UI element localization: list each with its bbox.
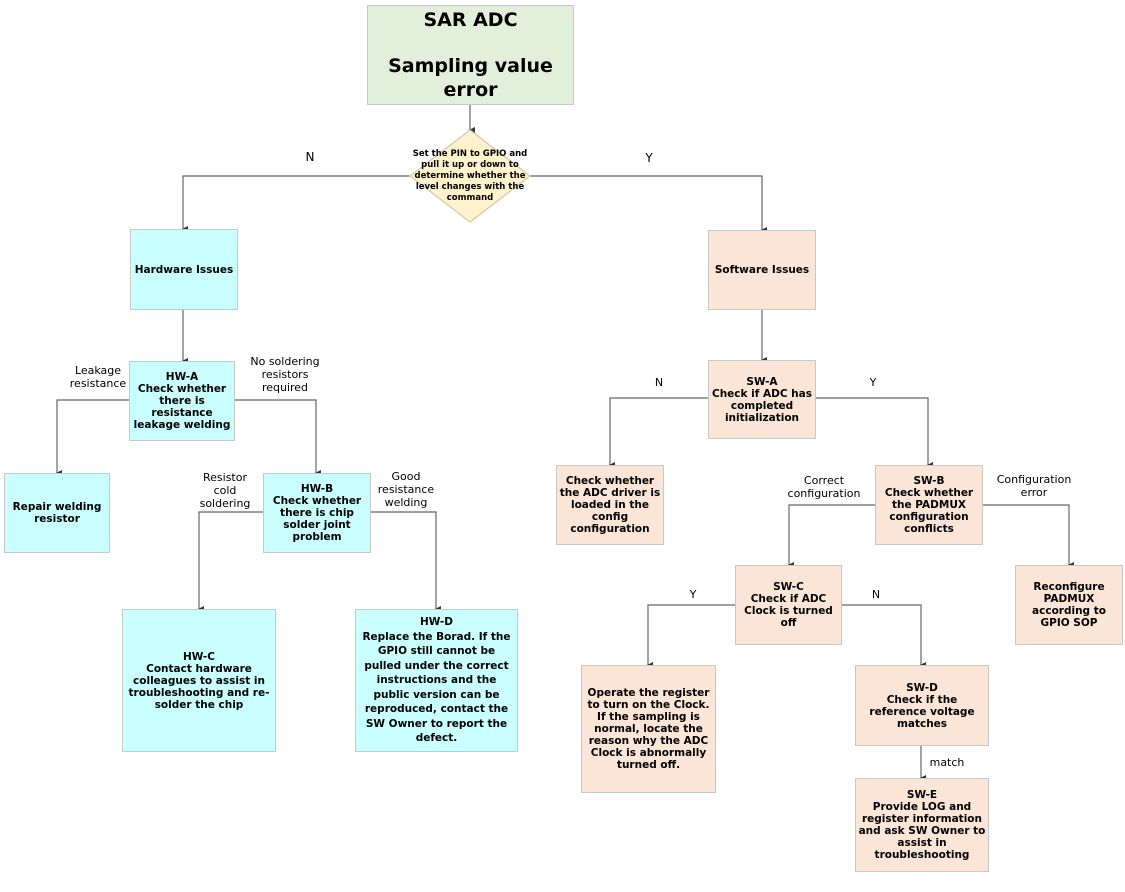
hw-b-node: HW-B Check whether there is chip solder … (263, 473, 371, 553)
edge-swa-swb (815, 397, 933, 468)
edge-swa-driver (609, 397, 708, 468)
driver-check-text: Check whether the ADC driver is loaded i… (559, 475, 661, 535)
sw-d-id: SW-D (906, 681, 938, 694)
hw-a-node: HW-A Check whether there is resistance l… (129, 361, 235, 441)
sw-c-left-label: Y (689, 588, 697, 601)
hw-d-node: HW-D Replace the Borad. If the GPIO stil… (355, 609, 518, 752)
hw-b-left-label: Resistor cold soldering (199, 471, 251, 510)
reconfigure-text: Reconfigure PADMUX according to GPIO SOP (1032, 581, 1106, 629)
hw-c-node: HW-C Contact hardware colleagues to assi… (122, 609, 276, 752)
sw-a-id: SW-A (746, 375, 778, 388)
hw-b-right-label: Good resistance welding (377, 470, 435, 509)
sw-b-node: SW-B Check whether the PADMUX configurat… (875, 465, 983, 545)
sw-c-right-label: N (871, 588, 881, 601)
software-issues-node: Software Issues (708, 230, 816, 310)
sw-e-node: SW-E Provide LOG and register informatio… (855, 778, 989, 872)
sw-b-id: SW-B (913, 475, 945, 487)
decision-yes-label: Y (645, 151, 653, 165)
sw-e-text: Provide LOG and register information and… (858, 801, 986, 861)
edge-swc-operate (647, 604, 735, 668)
hw-a-id: HW-A (165, 371, 199, 383)
sw-c-text: Check if ADC Clock is turned off (744, 593, 833, 629)
sw-c-id: SW-C (773, 581, 804, 593)
edge-hwb-hwc (198, 511, 263, 612)
sw-a-text: Check if ADC has completed initializatio… (711, 387, 812, 424)
sw-b-text: Check whether the PADMUX configuration c… (884, 487, 974, 535)
hw-a-left-label: Leakage resistance (69, 364, 127, 390)
edge-decision-sw (530, 175, 767, 233)
software-issues-label: Software Issues (714, 264, 810, 276)
hardware-issues-node: Hardware Issues (130, 229, 238, 310)
edge-decision-hw (182, 175, 410, 232)
edge-swb-swc (788, 504, 875, 568)
hw-d-text: Replace the Borad. If the GPIO still can… (362, 630, 511, 745)
reconfigure-node: Reconfigure PADMUX according to GPIO SOP (1015, 565, 1123, 645)
driver-check-node: Check whether the ADC driver is loaded i… (556, 465, 664, 545)
decision-text: Set the PIN to GPIO and pull it up or do… (412, 149, 528, 203)
hw-c-text: Contact hardware colleagues to assist in… (128, 662, 270, 711)
hw-c-id: HW-C (183, 650, 215, 663)
repair-welding-node: Repair welding resistor (4, 473, 110, 553)
hw-a-text: Check whether there is resistance leakag… (133, 383, 231, 431)
edge-swc-swd (841, 604, 926, 668)
repair-welding-text: Repair welding resistor (12, 501, 102, 525)
edge-hwb-hwd (370, 511, 441, 612)
sw-a-node: SW-A Check if ADC has completed initiali… (708, 360, 816, 439)
decision-no-label: N (305, 150, 315, 164)
sw-c-node: SW-C Check if ADC Clock is turned off (735, 565, 842, 645)
hw-d-id: HW-D (420, 616, 453, 629)
edge-swb-reconfigure (982, 504, 1074, 568)
decision-diamond (409, 129, 531, 223)
hardware-issues-label: Hardware Issues (134, 263, 234, 276)
sw-a-right-label: Y (869, 376, 877, 389)
sw-e-id: SW-E (906, 789, 938, 801)
sw-a-left-label: N (654, 376, 664, 389)
root-title: SAR ADC (423, 9, 518, 31)
root-node: SAR ADC Sampling value error (367, 5, 574, 105)
operate-register-node: Operate the register to turn on the Cloc… (581, 665, 716, 793)
edge-hwa-repair (56, 399, 129, 476)
root-subtitle: Sampling value error (388, 55, 553, 101)
hw-b-id: HW-B (300, 483, 334, 495)
sw-d-text: Check if the reference voltage matches (869, 693, 975, 730)
sw-b-right-label: Configuration error (996, 473, 1072, 499)
sw-b-left-label: Correct configuration (787, 474, 861, 500)
sw-d-match-label: match (929, 756, 965, 769)
hw-a-right-label: No soldering resistors required (250, 355, 320, 394)
edge-hwa-hwb (234, 399, 321, 476)
sw-d-node: SW-D Check if the reference voltage matc… (855, 665, 989, 746)
hw-b-text: Check whether there is chip solder joint… (272, 495, 362, 543)
operate-register-text: Operate the register to turn on the Cloc… (587, 687, 710, 771)
